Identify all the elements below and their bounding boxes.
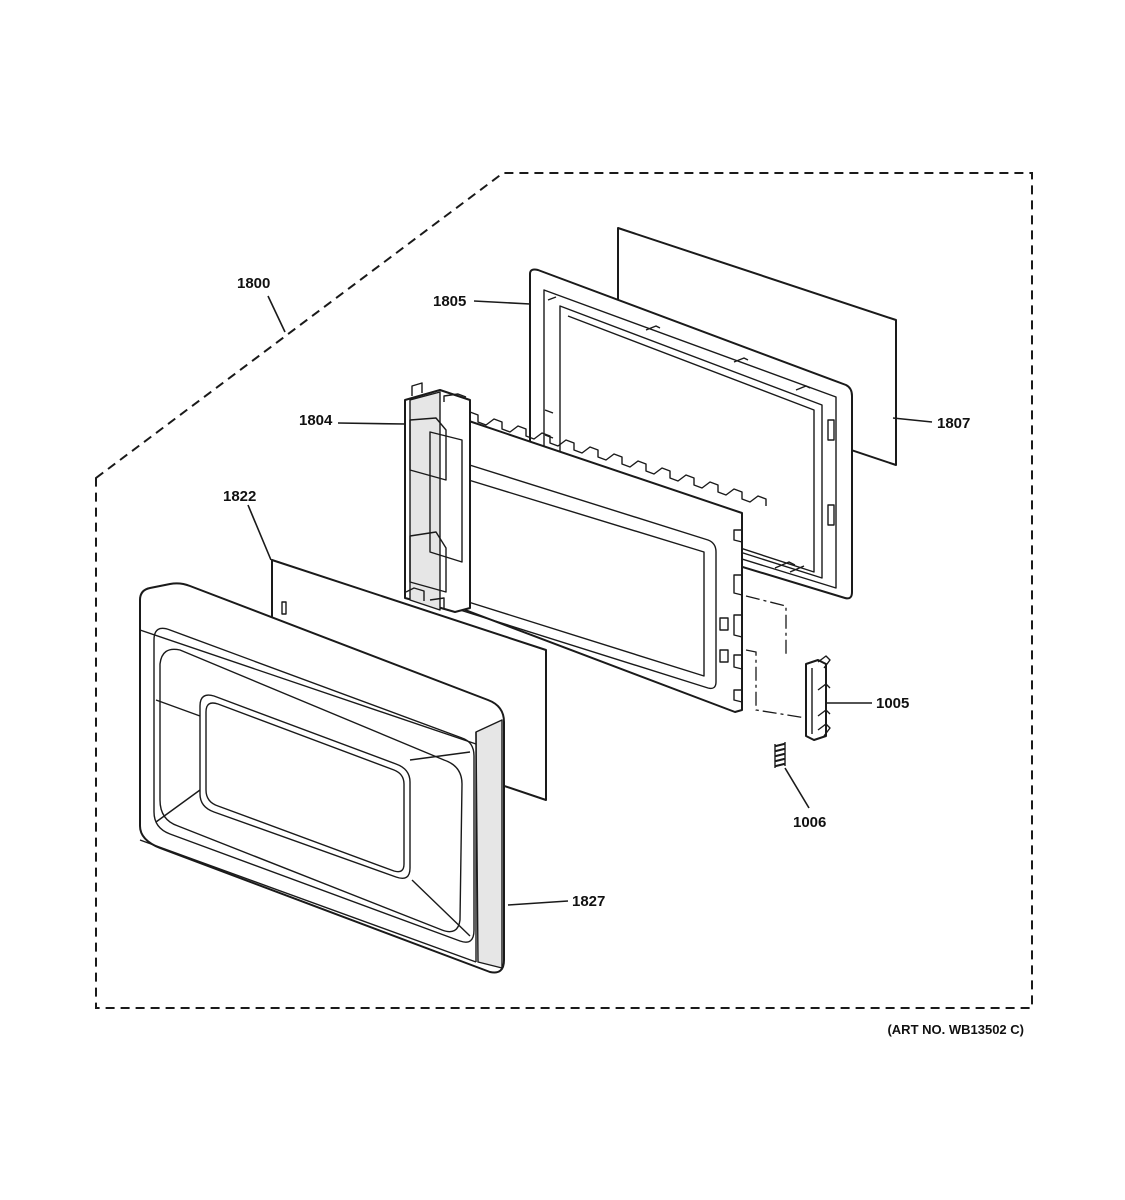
callout-1805: 1805 xyxy=(433,293,466,310)
callout-1005: 1005 xyxy=(876,695,909,712)
callout-1807: 1807 xyxy=(937,415,970,432)
part-1827-door-front xyxy=(139,582,505,974)
callout-1800: 1800 xyxy=(237,275,270,292)
assembly-boundary xyxy=(95,172,1033,1009)
callout-1804: 1804 xyxy=(299,412,333,429)
leader-1804 xyxy=(337,422,406,425)
part-1006-spring xyxy=(774,742,786,768)
part-1005-latch xyxy=(805,655,831,741)
callout-1827: 1827 xyxy=(572,893,605,910)
leader-1006 xyxy=(784,767,810,809)
part-1804-chassis xyxy=(404,382,767,713)
guide-line-latch xyxy=(745,595,807,719)
callout-1822: 1822 xyxy=(223,488,256,505)
art-number: (ART NO. WB13502 C) xyxy=(887,1022,1024,1037)
leader-1807 xyxy=(892,417,933,423)
callout-1006: 1006 xyxy=(793,814,826,831)
leader-1827 xyxy=(507,900,569,906)
leader-1805 xyxy=(473,300,531,305)
leader-1822 xyxy=(247,504,272,561)
leader-1800 xyxy=(267,295,286,333)
